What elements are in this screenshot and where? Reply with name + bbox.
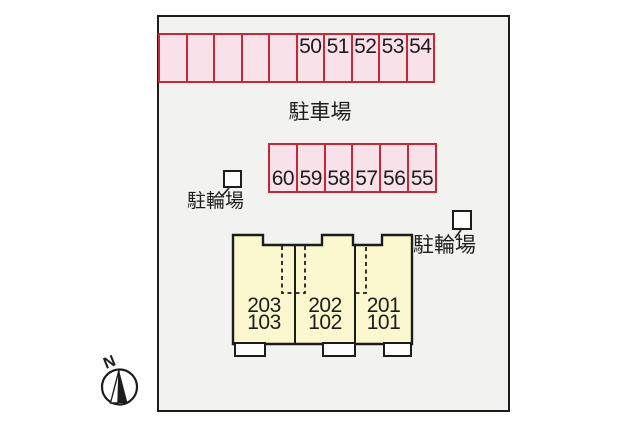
parking-space: [188, 35, 215, 81]
porch-right: [383, 342, 412, 357]
parking-space-51: 51: [325, 35, 353, 81]
parking-space: [215, 35, 243, 81]
parking-space-50: 50: [298, 35, 325, 81]
unit-number-lower: 103: [247, 311, 281, 334]
bicycle-left-leader-line: [221, 187, 230, 197]
porch-middle: [322, 342, 356, 357]
parking-space-52: 52: [353, 35, 380, 81]
unit-label-201-101: 201 101: [355, 294, 412, 334]
bicycle-right-leader-line: [454, 229, 462, 239]
unit-number-upper: 201: [366, 294, 401, 317]
parking-row-middle: 60 59 58 57 56 55: [268, 143, 437, 193]
unit-number-lower: 102: [308, 311, 342, 334]
bicycle-parking-right-square: [452, 210, 472, 230]
parking-row-top: 50 51 52 53 54: [158, 33, 435, 83]
entrance-dashed-line-2: [296, 246, 306, 294]
compass: N: [100, 353, 139, 406]
parking-space-57: 57: [353, 145, 382, 191]
parking-space: [243, 35, 270, 81]
porch-left: [234, 342, 266, 357]
compass-needle-black: [117, 370, 128, 403]
parking-space: [160, 35, 188, 81]
parking-space-58: 58: [326, 145, 354, 191]
parking-space-55: 55: [410, 167, 434, 190]
parking-space-60: 60: [270, 145, 298, 191]
unit-label-202-102: 202 102: [295, 294, 355, 334]
parking-space-59: 59: [298, 145, 326, 191]
parking-space-54: 54: [409, 35, 432, 58]
parking-space-56: 56: [381, 145, 410, 191]
unit-number-upper: 203: [247, 294, 281, 317]
unit-number-upper: 202: [308, 294, 342, 317]
parking-space: [270, 35, 298, 81]
entrance-dashed-line-1: [281, 246, 294, 294]
unit-label-203-103: 203 103: [233, 294, 295, 334]
bicycle-parking-left-square: [223, 170, 242, 188]
bicycle-parking-right-label: 駐輪場: [413, 234, 476, 257]
entrance-dashed-line-3: [356, 247, 367, 294]
parking-space-53: 53: [380, 35, 408, 81]
bicycle-parking-left-label: 駐輪場: [187, 191, 245, 212]
unit-number-lower: 101: [366, 311, 401, 334]
parking-lot-label: 駐車場: [288, 101, 352, 124]
